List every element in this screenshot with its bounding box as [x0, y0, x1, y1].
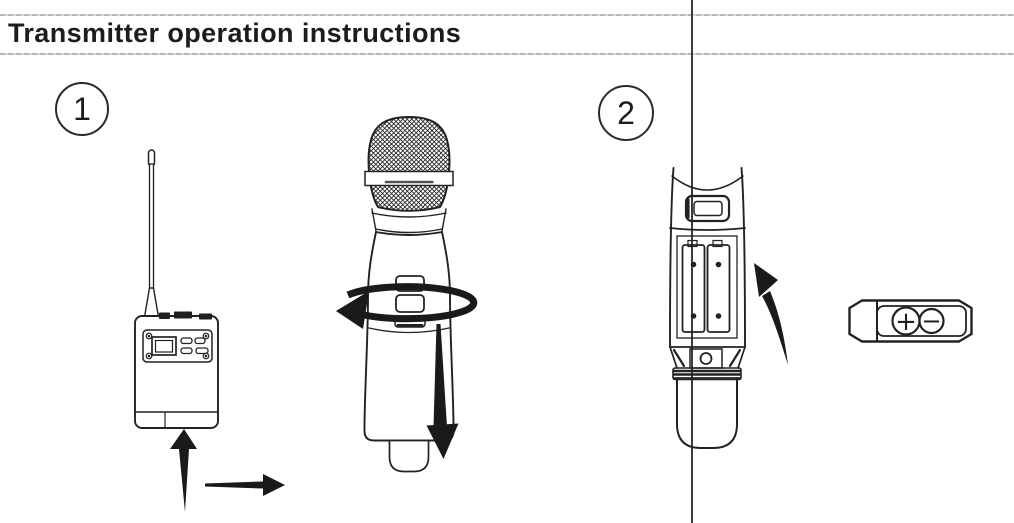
battery-negative-label: −: [921, 307, 941, 335]
down-arrow-icon: [426, 324, 459, 459]
rotate-arrow-icon: [336, 283, 478, 329]
control-panel: [142, 329, 213, 363]
battery-positive-label: +: [895, 307, 917, 337]
battery-compartment: [676, 235, 738, 339]
flip-up-arrow-icon: [754, 263, 788, 365]
mic-tail-cap: [388, 439, 430, 473]
battery-outline: [848, 299, 973, 343]
battery-slot-right: [706, 244, 731, 333]
bodypack-body: [134, 311, 219, 429]
mic-grille: [364, 115, 454, 212]
body-seam: [368, 327, 450, 334]
screw-hole: [699, 352, 713, 365]
grille-band: [364, 170, 454, 187]
top-port-slot: [159, 312, 170, 319]
section-divider-line: [691, 0, 693, 523]
top-port-slot: [199, 313, 212, 320]
up-arrow-icon: [170, 429, 197, 512]
mic-body-open: [669, 167, 746, 348]
lcd-display: [151, 336, 177, 356]
step-1-badge: 1: [55, 82, 109, 136]
bodypack-transmitter-illustration: [134, 149, 285, 512]
tail-cap-open: [676, 378, 738, 449]
top-port-slot: [174, 311, 192, 319]
handheld-microphone-illustration: [336, 115, 478, 473]
page-title: Transmitter operation instructions: [8, 18, 462, 48]
panel-buttons: [180, 337, 209, 355]
antenna: [143, 149, 160, 318]
battery-illustration: + −: [848, 299, 973, 343]
mic-collar: [371, 208, 447, 234]
header-bottom-rule: [0, 53, 1014, 55]
step-2-badge: 2: [598, 85, 654, 141]
header-top-rule: [0, 14, 1014, 16]
battery-slot-left: [681, 244, 706, 333]
battery-inner-outline: [876, 305, 967, 337]
right-arrow-icon: [205, 474, 285, 496]
battery-negative-terminal: [918, 307, 945, 335]
thread-ring: [672, 367, 742, 381]
mic-display-window: [684, 194, 731, 223]
handheld-battery-compartment-illustration: [669, 167, 788, 449]
mic-lower-section: [669, 346, 746, 369]
